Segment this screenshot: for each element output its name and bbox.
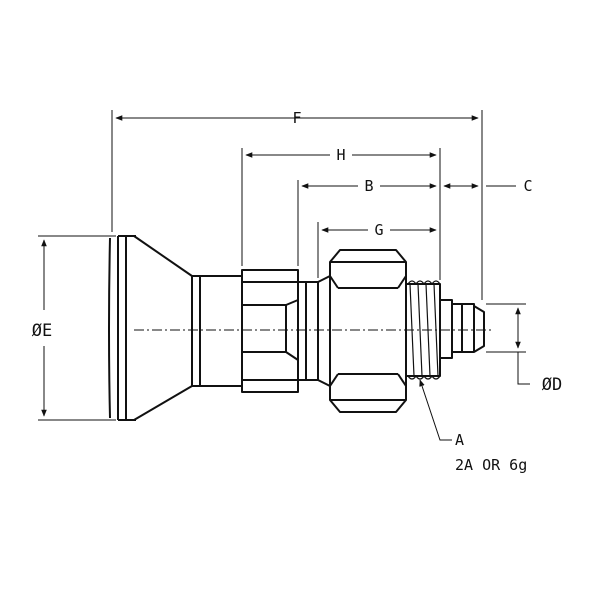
dim-label-e: ØE — [32, 321, 52, 341]
knob-neck — [191, 275, 243, 387]
dim-label-h: H — [336, 146, 345, 164]
body-shoulder — [298, 275, 331, 387]
dim-label-d: ØD — [542, 375, 562, 395]
thread-callout: A 2A OR 6g — [419, 379, 527, 474]
hex-nut — [329, 249, 407, 413]
plunger-pin — [440, 299, 485, 359]
dimension-g: G — [317, 220, 437, 278]
knob-taper — [133, 235, 193, 421]
dimension-c: C — [443, 177, 533, 195]
slotted-collar — [241, 269, 299, 393]
dimension-f: F — [111, 109, 483, 300]
dim-label-g: G — [374, 221, 383, 239]
dim-label-f: F — [292, 109, 301, 127]
dimension-b: B — [297, 176, 437, 266]
thread-class-label: 2A OR 6g — [455, 456, 527, 474]
dim-label-b: B — [364, 177, 373, 195]
dimension-e: ØE — [32, 235, 116, 421]
dimension-h: H — [241, 144, 441, 280]
knob-rim — [108, 235, 136, 421]
dim-label-c: C — [523, 177, 532, 195]
thread-label-a: A — [455, 431, 464, 449]
part-outline — [108, 235, 492, 421]
dimension-d: ØD — [486, 303, 562, 395]
